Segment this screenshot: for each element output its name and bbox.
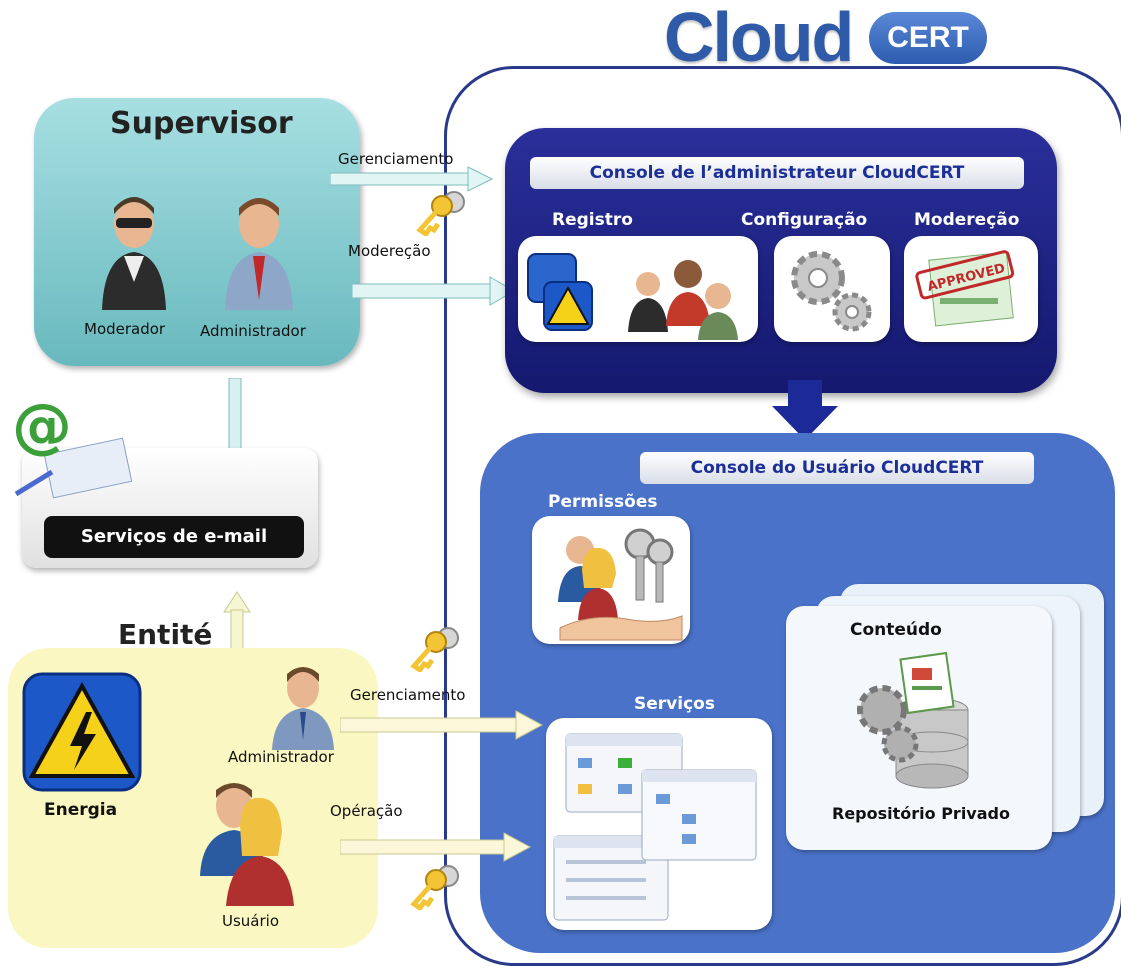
admin-console-title: Console de l’administrateur CloudCERT xyxy=(530,157,1024,189)
permissoes-label: Permissões xyxy=(548,492,658,512)
supervisor-box: Supervisor Moderador Administrador xyxy=(34,98,360,366)
logo-cert-badge: CERT xyxy=(869,12,987,64)
svg-text:@: @ xyxy=(12,394,72,461)
permissoes-tile[interactable] xyxy=(532,516,690,644)
key-icon xyxy=(416,191,465,236)
moderator-icon xyxy=(102,197,166,310)
servicos-label: Serviços xyxy=(634,694,715,714)
entity-title: Entité xyxy=(118,618,213,651)
supervisor-title: Supervisor xyxy=(110,106,293,141)
configuracao-label: Configuração xyxy=(741,210,868,230)
entity-administrator-label: Administrador xyxy=(228,748,334,766)
operacao-arrow xyxy=(340,832,532,862)
supervisor-administrator-label: Administrador xyxy=(200,322,306,340)
repositorio-label: Repositório Privado xyxy=(832,804,1010,823)
gerenciamento-bottom-label: Gerenciamento xyxy=(350,686,466,704)
registro-icon xyxy=(527,253,738,340)
energy-label: Energia xyxy=(44,800,118,820)
registro-tile[interactable] xyxy=(518,236,758,342)
email-services-label: Serviços de e-mail xyxy=(44,516,304,558)
entity-administrator-icon xyxy=(272,667,334,750)
logo-cloud-text: Cloud xyxy=(664,0,854,76)
gerenciamento-top-label: Gerenciamento xyxy=(338,150,454,168)
cloudcert-logo: Cloud CERT xyxy=(664,0,994,80)
approved-icon: APPROVED xyxy=(915,250,1015,327)
user-icon xyxy=(200,783,294,906)
gears-icon xyxy=(791,251,872,332)
repository-icon xyxy=(857,651,969,789)
user-label: Usuário xyxy=(222,912,280,930)
moderecao-label: Modereção xyxy=(914,210,1020,230)
registro-label: Registro xyxy=(552,210,633,230)
operacao-label: Opéração xyxy=(330,802,403,820)
moderecao-top-label: Modereção xyxy=(348,242,431,260)
conteudo-label: Conteúdo xyxy=(850,620,942,640)
permissions-icon xyxy=(558,528,683,641)
servicos-tile[interactable] xyxy=(546,718,772,930)
configuracao-tile[interactable] xyxy=(774,236,890,342)
moderecao-top-arrow xyxy=(352,276,515,306)
gerenciamento-top-arrow xyxy=(330,166,494,192)
gerenciamento-bottom-arrow xyxy=(340,710,544,740)
key-icon-2 xyxy=(410,627,459,672)
email-icon: @ xyxy=(12,394,133,499)
moderecao-tile[interactable]: APPROVED xyxy=(904,236,1038,342)
key-icon-3 xyxy=(410,865,459,910)
user-console-title: Console do Usuário CloudCERT xyxy=(640,452,1034,484)
energy-icon xyxy=(22,672,142,792)
supervisor-administrator-icon xyxy=(225,198,293,310)
admin-to-user-arrow xyxy=(772,380,838,440)
windows-icon xyxy=(553,733,757,921)
moderator-label: Moderador xyxy=(84,320,166,338)
